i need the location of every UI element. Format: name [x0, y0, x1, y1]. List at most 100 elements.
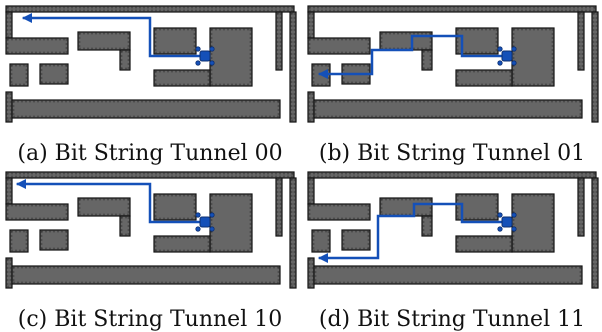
upper-right-block-texture [456, 194, 498, 220]
agent-rotor-1 [195, 46, 201, 52]
agent-rotor-4 [511, 226, 517, 232]
outer-top-wall-texture [6, 6, 294, 12]
agent-body [199, 216, 211, 228]
caption-d: (d) Bit String Tunnel 11 [318, 307, 586, 332]
upper-middle-stem [119, 49, 131, 71]
center-ledge-texture [456, 236, 512, 252]
lower-left-vertical [5, 91, 13, 123]
upper-right-block-texture [154, 28, 196, 54]
upper-right-block [153, 27, 197, 55]
right-column-texture [578, 178, 584, 236]
right-column [577, 11, 585, 71]
maze-b [302, 0, 602, 125]
upper-left-slab-texture [308, 204, 370, 220]
middle-lower-stub [39, 63, 69, 85]
middle-lower-stub [39, 229, 69, 251]
long-bottom-bar [313, 265, 583, 285]
path-arrowhead [318, 69, 328, 79]
middle-lower-stub-texture [40, 230, 68, 250]
upper-left-slab-texture [6, 204, 68, 220]
right-outer-wall-texture [592, 12, 598, 122]
upper-left-slab-texture [308, 38, 370, 54]
outer-top-wall [5, 5, 295, 13]
large-right-block [209, 193, 253, 253]
center-ledge-texture [456, 70, 512, 86]
right-column [275, 177, 283, 237]
right-column [275, 11, 283, 71]
agent-rotor-3 [497, 226, 503, 232]
upper-middle-bar-texture [78, 32, 130, 50]
center-ledge-texture [154, 236, 210, 252]
agent-rotor-4 [209, 226, 215, 232]
lower-left-vertical-texture [6, 258, 12, 288]
upper-left-slab [5, 203, 69, 221]
center-ledge [455, 69, 513, 87]
large-right-block-texture [210, 28, 252, 86]
upper-middle-bar [77, 31, 131, 51]
upper-middle-stem [421, 215, 433, 237]
agent-rotor-3 [195, 60, 201, 66]
left-top-wall-texture [6, 12, 12, 38]
left-top-wall-texture [308, 178, 314, 204]
long-bottom-bar-texture [12, 266, 280, 284]
path-arrow [318, 34, 509, 76]
path-arrow [16, 182, 207, 224]
upper-left-slab [307, 203, 371, 221]
right-outer-wall-texture [290, 12, 296, 122]
panel-d: (d) Bit String Tunnel 11 [302, 166, 602, 332]
upper-left-slab [5, 37, 69, 55]
agent-body [501, 216, 513, 228]
panel-a: (a) Bit String Tunnel 00 [0, 0, 300, 166]
upper-left-slab-texture [6, 38, 68, 54]
long-bottom-bar-texture [12, 100, 280, 118]
upper-middle-stem-texture [120, 216, 130, 236]
large-right-block [511, 27, 555, 87]
right-column [577, 177, 585, 237]
outer-top-wall-texture [308, 172, 596, 178]
middle-lower-stub-texture [40, 64, 68, 84]
left-lower-block [9, 63, 29, 87]
right-outer-wall [289, 11, 297, 123]
center-ledge [153, 235, 211, 253]
upper-middle-bar-texture [78, 198, 130, 216]
left-lower-block-texture [10, 230, 28, 252]
upper-left-slab [307, 37, 371, 55]
right-outer-wall [289, 177, 297, 289]
agent-rotor-1 [497, 212, 503, 218]
left-lower-block [311, 229, 331, 253]
agent-rotor-2 [209, 46, 215, 52]
outer-top-wall [307, 5, 597, 13]
agent-icon [195, 46, 215, 66]
caption-c: (c) Bit String Tunnel 10 [17, 307, 283, 332]
large-right-block-texture [512, 194, 554, 252]
long-bottom-bar [11, 99, 281, 119]
maze-d [302, 166, 602, 291]
upper-middle-stem-texture [422, 216, 432, 236]
left-top-wall-texture [6, 178, 12, 204]
agent-rotor-2 [209, 212, 215, 218]
upper-middle-stem [421, 49, 433, 71]
middle-lower-stub-texture [342, 230, 370, 250]
agent-rotor-1 [497, 46, 503, 52]
right-outer-wall-texture [290, 178, 296, 288]
long-bottom-bar [11, 265, 281, 285]
right-outer-wall-texture [592, 178, 598, 288]
lower-left-vertical [5, 257, 13, 289]
left-lower-block-texture [10, 64, 28, 86]
upper-middle-bar [77, 197, 131, 217]
path-arrowhead [22, 13, 32, 23]
lower-left-vertical-texture [308, 92, 314, 122]
upper-middle-bar-texture [380, 198, 432, 216]
agent-body [501, 50, 513, 62]
agent-rotor-4 [209, 60, 215, 66]
long-bottom-bar-texture [314, 100, 582, 118]
outer-top-wall-texture [308, 6, 596, 12]
path-arrowhead [318, 253, 328, 263]
path-arrow [22, 16, 207, 58]
middle-lower-stub [341, 229, 371, 251]
long-bottom-bar-texture [314, 266, 582, 284]
lower-left-vertical [307, 91, 315, 123]
upper-middle-bar [379, 197, 433, 217]
upper-right-block [153, 193, 197, 221]
outer-top-wall-texture [6, 172, 294, 178]
